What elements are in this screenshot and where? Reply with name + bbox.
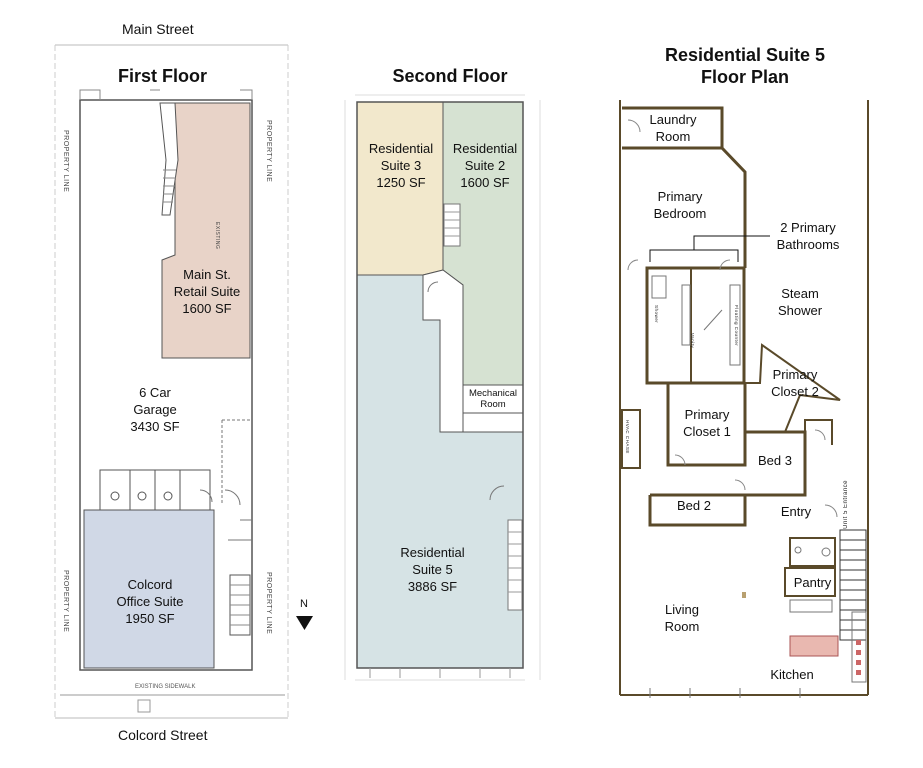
- existing-sidewalk-label: EXISTING SIDEWALK: [135, 684, 196, 690]
- office-suite-area: [83, 509, 215, 669]
- first-floor-title: First Floor: [118, 66, 207, 86]
- suite5-plan-title: Residential Suite 5 Floor Plan: [664, 45, 826, 87]
- property-line-label-right-top: PROPERTY LINE: [265, 120, 272, 183]
- unit-entrance-label: Unit 5 Entrance: [843, 480, 849, 529]
- suite5-plan: [619, 100, 869, 698]
- vanity-label: Vanity: [690, 333, 695, 349]
- pantry-label: Pantry: [793, 575, 832, 590]
- hvac-chase-label: HVAC CHASE: [625, 420, 630, 454]
- entry-label: Entry: [780, 504, 812, 519]
- first-floor-plan: [54, 44, 289, 719]
- kitchen-label: Kitchen: [770, 667, 814, 682]
- north-arrow-icon: [296, 616, 313, 630]
- existing-label: EXISTING: [214, 222, 220, 250]
- shower-label: Shower: [654, 305, 659, 324]
- property-line-label-left-bottom: PROPERTY LINE: [62, 570, 69, 633]
- second-floor-plan: [344, 94, 541, 681]
- property-line-label-right-bottom: PROPERTY LINE: [265, 572, 272, 635]
- bed2-label: Bed 2: [677, 498, 711, 513]
- colcord-street-label: Colcord Street: [118, 727, 208, 743]
- main-street-label: Main Street: [122, 21, 194, 37]
- north-label: N: [300, 598, 308, 610]
- property-line-label-left-top: PROPERTY LINE: [62, 130, 69, 193]
- bed3-label: Bed 3: [758, 453, 792, 468]
- retail-suite-area: [161, 102, 251, 359]
- floating-counter-label: Floating Counter: [734, 305, 739, 347]
- second-floor-title: Second Floor: [392, 66, 508, 86]
